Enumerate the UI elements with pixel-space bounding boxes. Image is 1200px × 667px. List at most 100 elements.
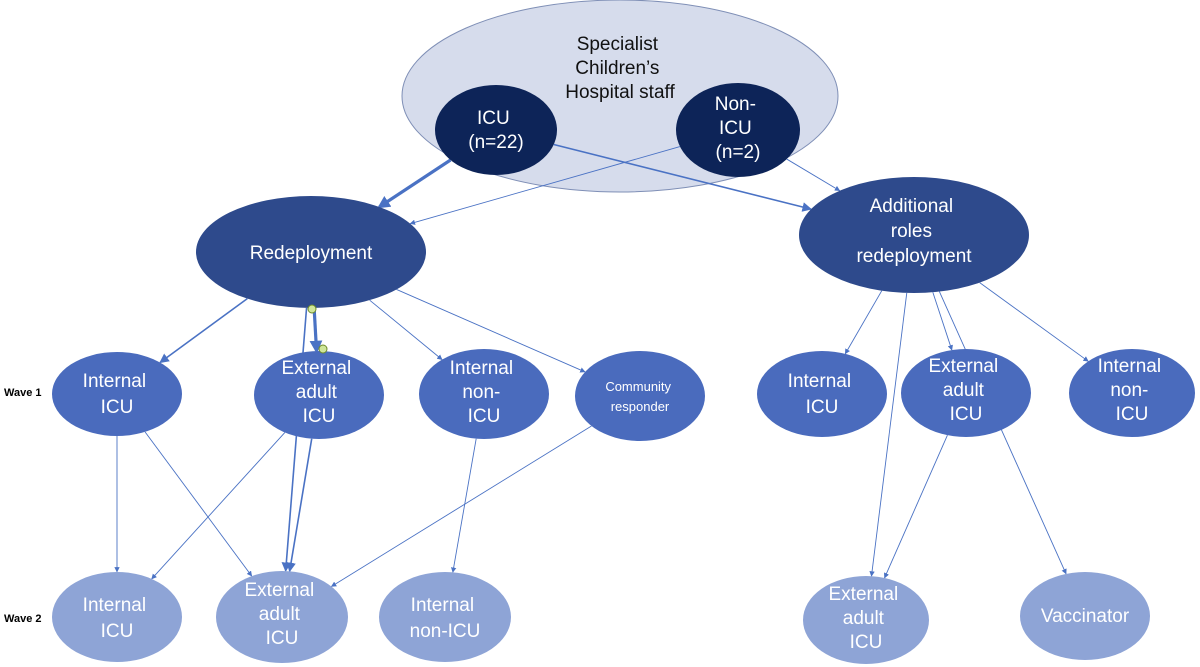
svg-text:Internal ICU: Internal ICU — [83, 371, 152, 418]
edge-redeploy-to-w1_external_adult_icu — [309, 307, 323, 354]
node-non-icu: Non- ICU (n=2) — [676, 83, 800, 177]
edge-additional-to-r1_internal_nonicu — [979, 282, 1089, 362]
svg-text:External adult ICU: External adult ICU — [282, 358, 357, 427]
node-wave2-internal-non-icu: Internal non-ICU — [379, 572, 511, 662]
svg-text:External adult ICU: External adult ICU — [829, 584, 904, 653]
r1-external-adult-icu-line-3: ICU — [950, 404, 983, 425]
nonicu-label-line-1: Non- — [715, 94, 756, 115]
node-vaccinator: Vaccinator — [1020, 572, 1150, 660]
node-additional-roles-redeployment: Additional roles redeployment — [799, 177, 1029, 293]
edge-additional-to-r1_external_adult_icu — [932, 292, 953, 351]
w2-external-adult-icu-line-3: ICU — [266, 628, 299, 649]
w1-external-adult-icu-line-2: adult — [296, 382, 338, 403]
nonicu-label-line-3: (n=2) — [716, 142, 761, 163]
w1-external-adult-icu-line-1: External — [282, 358, 352, 379]
group-label-line-3: Hospital staff — [565, 82, 675, 103]
wave-2-label: Wave 2 — [4, 613, 42, 625]
edge-icu-to-redeploy — [377, 158, 452, 209]
additional-label-line-1: Additional — [870, 196, 953, 217]
w2-internal-icu-line-2: ICU — [101, 621, 134, 642]
node-redeployment: Redeployment — [196, 196, 426, 308]
node-wave2-external-adult-icu: External adult ICU — [216, 571, 348, 663]
svg-text:Specialist Children’s: Specialist Children’s Hospital staff — [565, 34, 675, 103]
edge-nonicu-to-redeploy — [409, 146, 681, 225]
node-additional-wave2-external-adult-icu: External adult ICU — [803, 576, 929, 664]
edge-w1_external_adult_icu-to-w2_internal_icu — [151, 432, 286, 580]
r1-external-adult-icu-line-1: External — [929, 356, 999, 377]
icu-label-line-1: ICU — [477, 108, 510, 129]
node-wave1-internal-non-icu: Internal non- ICU — [419, 349, 549, 439]
edge-redeploy-to-w1_internal_nonicu — [369, 299, 443, 360]
svg-text:Community responder: Community responder — [605, 379, 674, 414]
svg-text:Internal ICU: Internal ICU — [83, 595, 152, 642]
r1-internal-nonicu-line-3: ICU — [1116, 404, 1149, 425]
node-wave2-internal-icu: Internal ICU — [52, 572, 182, 662]
r1-internal-nonicu-line-2: non- — [1110, 380, 1148, 401]
svg-text:Additional roles r: Additional roles redeployment — [856, 196, 972, 267]
svg-text:Internal non- ICU: Internal non- ICU — [1098, 356, 1167, 425]
r2-external-adult-icu-line-2: adult — [843, 608, 885, 629]
w1-internal-nonicu-line-2: non- — [462, 382, 500, 403]
r1-internal-nonicu-line-1: Internal — [1098, 356, 1161, 377]
edge-redeploy-to-w1_internal_icu — [159, 297, 248, 364]
r1-internal-icu-line-2: ICU — [806, 397, 839, 418]
edge-w1_internal_icu-to-w2_external_adult_icu — [144, 431, 253, 577]
node-wave1-external-adult-icu: External adult ICU — [254, 351, 384, 439]
w2-internal-nonicu-line-2: non-ICU — [410, 621, 481, 642]
edge-redeploy-to-w1_community — [396, 289, 586, 373]
r2-external-adult-icu-line-1: External — [829, 584, 899, 605]
node-wave1-internal-icu: Internal ICU — [52, 352, 182, 436]
edge-r1_external_adult_icu-to-r2_external_adult_icu — [884, 434, 948, 579]
additional-label-line-3: redeployment — [856, 246, 972, 267]
svg-text:Internal ICU: Internal ICU — [788, 371, 857, 418]
svg-text:Vaccinator: Vaccinator — [1041, 606, 1130, 627]
w1-external-adult-icu-line-3: ICU — [303, 406, 336, 427]
connector-dot-top — [307, 304, 317, 314]
edge-additional-to-r1_internal_icu — [844, 290, 883, 355]
nonicu-label-line-2: ICU — [719, 118, 752, 139]
w1-community-line-1: Community — [605, 379, 671, 394]
w1-community-line-2: responder — [611, 399, 670, 414]
w1-internal-icu-line-1: Internal — [83, 371, 146, 392]
svg-text:External adult ICU: External adult ICU — [245, 580, 320, 649]
edge-redeploy-to-w2_external_adult_icu — [281, 307, 308, 573]
r2-external-adult-icu-line-3: ICU — [850, 632, 883, 653]
w1-internal-nonicu-line-3: ICU — [468, 406, 501, 427]
w2-internal-icu-line-1: Internal — [83, 595, 146, 616]
svg-text:Internal non-ICU: Internal non-ICU — [410, 595, 481, 642]
node-additional-external-adult-icu: External adult ICU — [901, 349, 1031, 437]
w2-external-adult-icu-line-1: External — [245, 580, 315, 601]
edge-additional-to-r2_vaccinator — [938, 291, 1067, 575]
svg-text:Non- ICU (n=2): Non- ICU (n=2) — [715, 94, 761, 163]
edge-w1_community-to-w2_external_adult_icu — [330, 425, 592, 587]
svg-text:External adult ICU: External adult ICU — [929, 356, 1004, 425]
r1-external-adult-icu-line-2: adult — [943, 380, 985, 401]
node-icu: ICU (n=22) — [435, 85, 557, 175]
w2-external-adult-icu-line-2: adult — [259, 604, 301, 625]
connector-dot-bottom — [318, 344, 328, 354]
node-additional-internal-non-icu: Internal non- ICU — [1069, 349, 1195, 437]
node-additional-internal-icu: Internal ICU — [757, 351, 887, 437]
edges-layer — [114, 143, 1089, 587]
svg-text:ICU (n=22): ICU (n=22) — [468, 108, 523, 153]
edge-w1_internal_nonicu-to-w2_internal_nonicu — [450, 438, 477, 573]
edge-additional-to-r2_external_adult_icu — [869, 292, 908, 577]
wave-1-label: Wave 1 — [4, 387, 42, 399]
w1-internal-nonicu-line-1: Internal — [450, 358, 513, 379]
node-wave1-community-responder: Community responder — [575, 351, 705, 441]
w1-internal-icu-line-2: ICU — [101, 397, 134, 418]
redeployment-label: Redeployment — [250, 243, 373, 264]
svg-text:Redeployment: Redeployment — [250, 243, 373, 264]
edge-w1_external_adult_icu-to-w2_external_adult_icu — [286, 438, 313, 573]
vaccinator-label: Vaccinator — [1041, 606, 1130, 627]
r1-internal-icu-line-1: Internal — [788, 371, 851, 392]
w2-internal-nonicu-line-1: Internal — [411, 595, 474, 616]
edge-nonicu-to-additional — [786, 158, 841, 192]
edge-icu-to-additional — [553, 143, 812, 212]
additional-label-line-2: roles — [891, 221, 932, 242]
svg-text:Internal non- ICU: Internal non- ICU — [450, 358, 519, 427]
group-label-line-1: Specialist — [577, 34, 659, 55]
group-label-line-2: Children’s — [575, 58, 659, 79]
icu-label-line-2: (n=22) — [468, 132, 523, 153]
